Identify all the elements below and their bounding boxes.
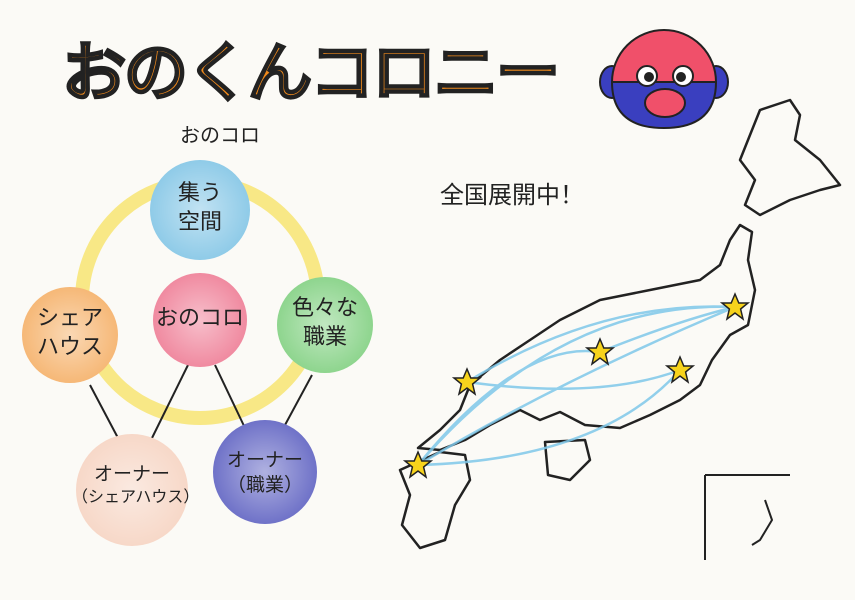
star-icon [402,450,434,479]
connector-lines [89,364,313,439]
label-line: （シェアハウス） [72,486,200,506]
label-line: 集う [177,181,222,206]
label-line: シェア [36,306,103,331]
label-line: ハウス [36,334,103,360]
label-onokoro: おのコロ [155,306,244,331]
label-line: 空間 [177,209,222,235]
label-line: （職業） [226,473,303,496]
star-icon [719,292,751,321]
label-gathering-space: 集う 空間 [160,180,240,237]
route-lines [417,305,736,467]
label-share-house: シェア ハウス [25,305,115,362]
star-icon [451,367,483,396]
label-line: 職業 [302,324,347,350]
star-icon [664,355,696,384]
page-title: おのくんコロニー [61,36,562,113]
japan-map [398,98,842,560]
subtitle: おのコロ [180,123,260,147]
label-line: 色々な [291,296,358,321]
label-line: オーナー [93,463,170,485]
star-icon [584,337,616,366]
label-owner-sharehouse: オーナー （シェアハウス） [72,462,200,507]
star-icons [402,292,751,479]
label-line: オーナー [226,449,303,471]
label-various-jobs: 色々な 職業 [280,295,370,352]
map-caption: 全国展開中！ [440,181,584,209]
label-owner-job: オーナー （職業） [215,448,315,497]
mascot-face-icon [599,29,729,130]
